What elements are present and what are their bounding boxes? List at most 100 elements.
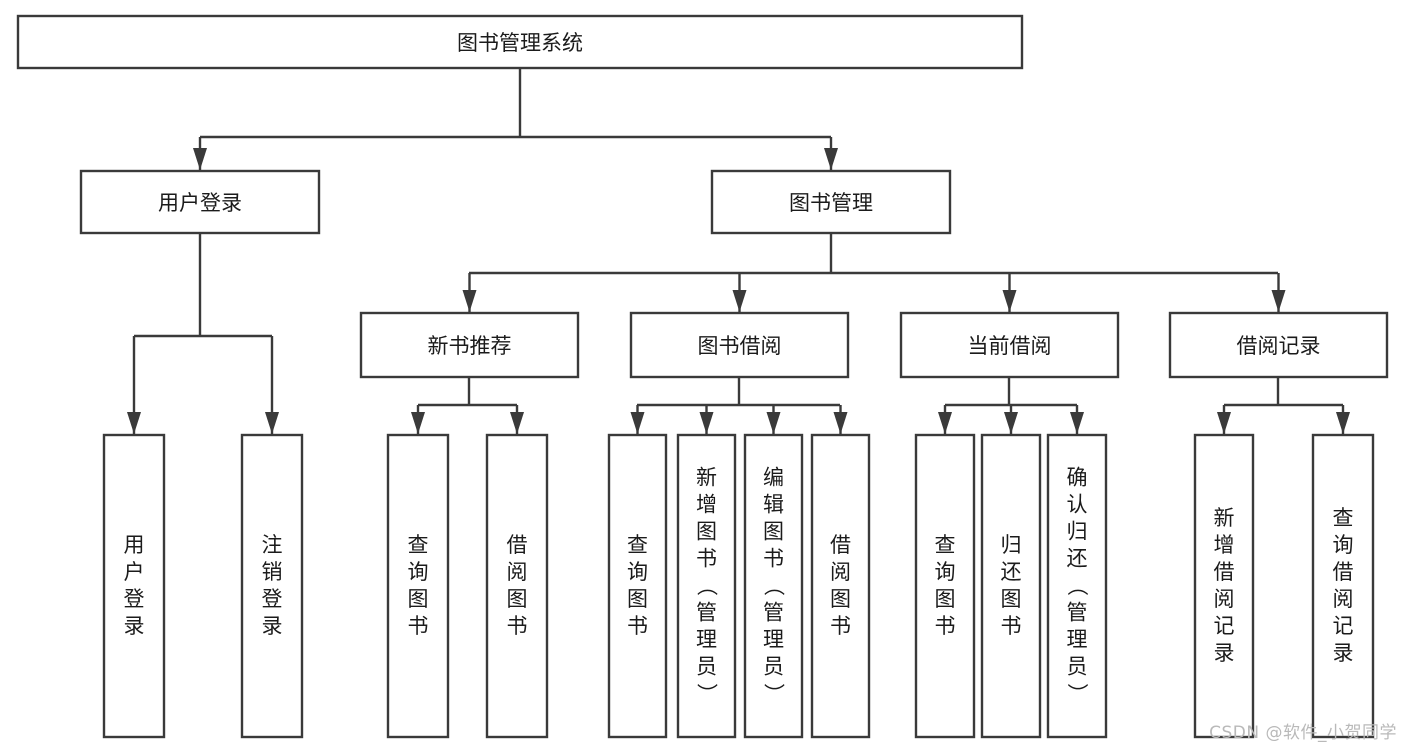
- svg-text:增: 增: [696, 493, 717, 517]
- svg-text:图: 图: [935, 587, 956, 611]
- node-level1-1[interactable]: [710, 169, 952, 235]
- svg-text:（: （: [1065, 575, 1089, 596]
- svg-text:书: 书: [1001, 614, 1022, 638]
- svg-text:书: 书: [763, 547, 784, 571]
- svg-text:员: 员: [1067, 655, 1088, 679]
- svg-text:确: 确: [1067, 466, 1088, 490]
- watermark-text: CSDN @软件_小贺同学: [1209, 723, 1397, 743]
- arrow-head-icon: [630, 412, 645, 434]
- arrow-head-icon: [1070, 412, 1084, 434]
- svg-text:户: 户: [124, 560, 145, 584]
- svg-text:认: 认: [1067, 493, 1088, 517]
- svg-text:图: 图: [408, 587, 429, 611]
- arrow-head-icon: [732, 290, 747, 312]
- node-leaf-7[interactable]: [810, 433, 871, 739]
- svg-text:查: 查: [1333, 506, 1354, 530]
- svg-text:增: 增: [1214, 533, 1235, 557]
- arrow-head-icon: [1217, 412, 1231, 434]
- arrow-head-icon: [1004, 412, 1018, 434]
- svg-text:还: 还: [1067, 547, 1088, 571]
- node-leaf-0[interactable]: [102, 433, 166, 739]
- arrow-head-icon: [1271, 290, 1286, 312]
- svg-text:）: ）: [1065, 683, 1089, 704]
- svg-text:查: 查: [627, 533, 648, 557]
- arrow-head-icon: [833, 412, 848, 434]
- node-level2-1[interactable]: [629, 311, 850, 379]
- svg-text:借: 借: [507, 533, 528, 557]
- svg-text:管: 管: [763, 601, 784, 625]
- svg-text:书: 书: [507, 614, 528, 638]
- node-leaf-1[interactable]: [240, 433, 304, 739]
- svg-text:录: 录: [262, 614, 283, 638]
- node-label-level1-1: 图书管理: [789, 191, 873, 215]
- node-level2-0[interactable]: [359, 311, 580, 379]
- svg-text:归: 归: [1001, 533, 1022, 557]
- node-leaf-5[interactable]: [676, 433, 737, 739]
- svg-text:管: 管: [1067, 601, 1088, 625]
- svg-text:编: 编: [763, 466, 784, 490]
- arrow-head-icon: [1336, 412, 1350, 434]
- svg-text:借: 借: [830, 533, 851, 557]
- svg-text:阅: 阅: [1214, 587, 1235, 611]
- svg-text:询: 询: [627, 560, 648, 584]
- node-leaf-4[interactable]: [607, 433, 668, 739]
- node-leaf-6[interactable]: [743, 433, 804, 739]
- svg-text:）: ）: [762, 683, 786, 704]
- svg-text:阅: 阅: [830, 560, 851, 584]
- svg-text:理: 理: [763, 628, 784, 652]
- node-label-leaf-0: 用户登录: [124, 533, 145, 638]
- svg-text:书: 书: [408, 614, 429, 638]
- arrow-head-icon: [462, 290, 477, 312]
- node-label-level2-1: 图书借阅: [698, 334, 782, 358]
- node-leaf-3[interactable]: [485, 433, 549, 739]
- svg-text:新: 新: [1214, 506, 1235, 530]
- arrow-head-icon: [411, 412, 425, 434]
- svg-text:借: 借: [1333, 560, 1354, 584]
- svg-text:销: 销: [262, 560, 283, 584]
- svg-text:询: 询: [935, 560, 956, 584]
- svg-text:阅: 阅: [507, 560, 528, 584]
- svg-text:登: 登: [262, 587, 283, 611]
- node-label-level2-2: 当前借阅: [968, 334, 1052, 358]
- node-leaf-11[interactable]: [1193, 433, 1255, 739]
- node-leaf-10[interactable]: [1046, 433, 1108, 739]
- arrow-head-icon: [938, 412, 952, 434]
- arrow-head-icon: [193, 148, 207, 170]
- svg-text:图: 图: [830, 587, 851, 611]
- svg-text:还: 还: [1001, 560, 1022, 584]
- svg-text:询: 询: [1333, 533, 1354, 557]
- svg-text:登: 登: [124, 587, 145, 611]
- svg-text:阅: 阅: [1333, 587, 1354, 611]
- node-leaf-2[interactable]: [386, 433, 450, 739]
- svg-text:归: 归: [1067, 520, 1088, 544]
- svg-text:记: 记: [1214, 614, 1235, 638]
- svg-text:录: 录: [124, 614, 145, 638]
- node-level1-0[interactable]: [79, 169, 321, 235]
- svg-text:书: 书: [696, 547, 717, 571]
- svg-text:辑: 辑: [763, 493, 784, 517]
- svg-text:新: 新: [696, 466, 717, 490]
- node-level2-3[interactable]: [1168, 311, 1389, 379]
- svg-text:图: 图: [1001, 587, 1022, 611]
- node-label-level1-0: 用户登录: [158, 191, 242, 215]
- arrow-head-icon: [699, 412, 714, 434]
- node-label-root: 图书管理系统: [457, 31, 583, 55]
- node-leaf-12[interactable]: [1311, 433, 1375, 739]
- svg-text:图: 图: [763, 520, 784, 544]
- node-root-book-management-system[interactable]: [16, 14, 1024, 70]
- svg-text:注: 注: [262, 533, 283, 557]
- node-leaf-9[interactable]: [980, 433, 1042, 739]
- svg-text:书: 书: [830, 614, 851, 638]
- svg-text:理: 理: [1067, 628, 1088, 652]
- node-leaf-8[interactable]: [914, 433, 976, 739]
- node-label-level2-3: 借阅记录: [1237, 334, 1321, 358]
